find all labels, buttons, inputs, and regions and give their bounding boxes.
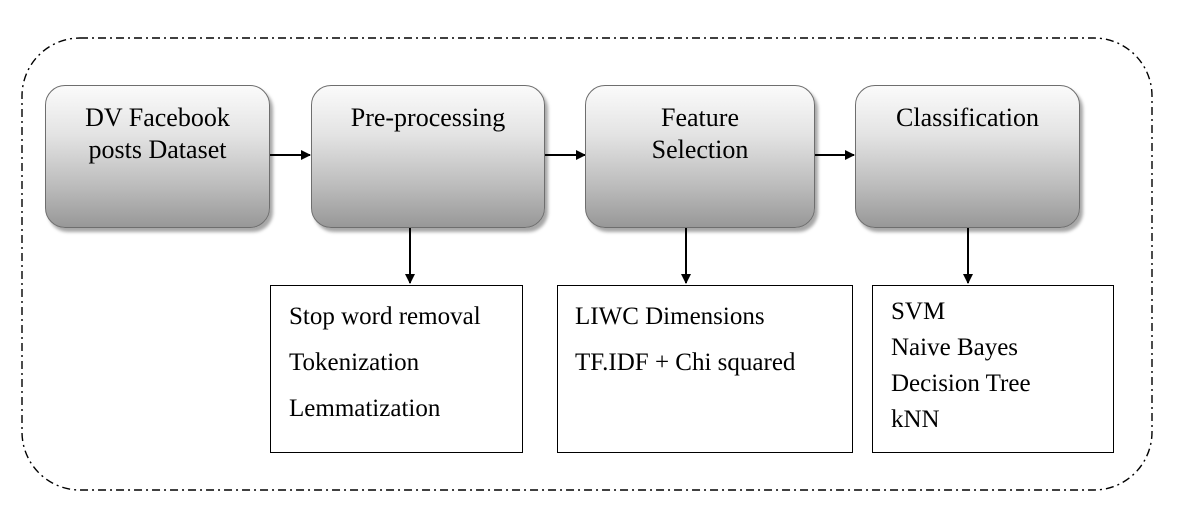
detail-item: LIWC Dimensions <box>575 303 765 330</box>
preprocessing-details-box: Stop word removal Tokenization Lemmatiza… <box>270 285 523 453</box>
detail-item: SVM <box>891 298 946 325</box>
detail-item: TF.IDF + Chi squared <box>575 349 796 376</box>
stage-dataset-title: DV Facebook posts Dataset <box>85 103 230 164</box>
detail-item: Naive Bayes <box>891 334 1019 361</box>
stage-feature-selection: Feature Selection <box>585 85 815 228</box>
detail-item: Decision Tree <box>891 370 1031 397</box>
detail-item: Lemmatization <box>289 395 441 422</box>
stage-classification: Classification <box>855 85 1080 228</box>
feature-selection-details-box: LIWC Dimensions TF.IDF + Chi squared <box>557 285 853 453</box>
detail-item: Tokenization <box>289 349 420 376</box>
classification-details-box: SVM Naive Bayes Decision Tree kNN <box>872 285 1114 453</box>
detail-item: kNN <box>891 406 940 433</box>
pipeline-boundary <box>21 37 1153 491</box>
stage-classification-title: Classification <box>896 103 1039 132</box>
stage-dataset: DV Facebook posts Dataset <box>45 85 270 228</box>
detail-item: Stop word removal <box>289 303 481 330</box>
stage-feature-selection-title: Feature Selection <box>651 103 749 164</box>
stage-preprocessing: Pre-processing <box>311 85 545 228</box>
stage-preprocessing-title: Pre-processing <box>350 103 506 132</box>
